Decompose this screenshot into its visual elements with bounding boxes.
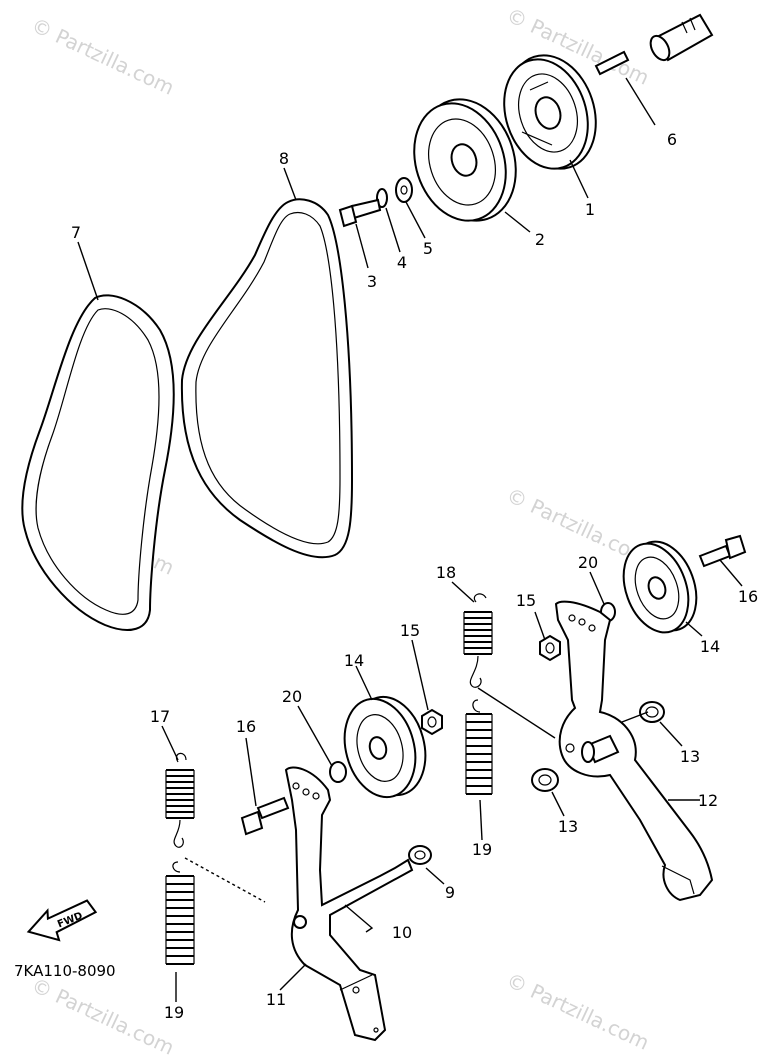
bushing-13-lower: [531, 768, 559, 792]
pulley-1: [503, 54, 597, 170]
watermark-bottom-right: © Partzilla.com: [503, 968, 653, 1055]
watermark-bottom-left: © Partzilla.com: [28, 973, 178, 1060]
bolt-3: [338, 198, 382, 228]
label-10: 10: [392, 923, 412, 942]
label-19b: 19: [472, 840, 492, 859]
belt-7: [21, 294, 175, 631]
label-15b: 15: [516, 591, 536, 610]
spacer-20-left: [329, 761, 347, 783]
label-16b: 16: [738, 587, 758, 606]
arm-12: [554, 600, 714, 902]
label-9: 9: [445, 883, 455, 902]
diagram-code: 7KA110-8090: [14, 962, 116, 980]
belt-8: [180, 198, 354, 559]
spring-17: [165, 752, 195, 848]
label-11: 11: [266, 990, 286, 1009]
label-3: 3: [367, 272, 377, 291]
label-12: 12: [698, 791, 718, 810]
bushing-13-upper: [639, 701, 665, 723]
idler-pulley-14-left: [343, 695, 427, 799]
nut-15-left: [421, 708, 443, 736]
label-13a: 13: [680, 747, 700, 766]
label-15a: 15: [400, 621, 420, 640]
spring-19-center: [465, 699, 493, 795]
label-17: 17: [150, 707, 170, 726]
guide-lines: [184, 687, 556, 933]
label-18: 18: [436, 563, 456, 582]
label-1: 1: [585, 200, 595, 219]
washer-9: [408, 845, 432, 865]
part-labels: 1 2 3 4 5 6 7 8 9 10 11 12 13 13 14 14 1…: [71, 130, 758, 1022]
label-6: 6: [667, 130, 677, 149]
label-13b: 13: [558, 817, 578, 836]
pin: [594, 50, 630, 76]
label-14a: 14: [344, 651, 364, 670]
leader-lines: [77, 77, 743, 1002]
label-20b: 20: [578, 553, 598, 572]
label-14b: 14: [700, 637, 720, 656]
washer-5: [395, 177, 413, 203]
bolt-16-right: [698, 534, 747, 568]
label-8: 8: [279, 149, 289, 168]
fwd-arrow: FWD: [26, 899, 98, 942]
label-7: 7: [71, 223, 81, 242]
label-2: 2: [535, 230, 545, 249]
spring-18: [463, 593, 493, 688]
label-5: 5: [423, 239, 433, 258]
pulley-2: [413, 98, 517, 222]
label-16a: 16: [236, 717, 256, 736]
idler-pulley-14-right: [622, 540, 698, 634]
label-20a: 20: [282, 687, 302, 706]
spring-19-left: [165, 861, 195, 965]
label-19a: 19: [164, 1003, 184, 1022]
nut-15-right: [539, 634, 561, 662]
arm-11: [284, 766, 414, 1042]
bolt-16-left: [240, 796, 290, 836]
label-4: 4: [397, 253, 407, 272]
shaft: [649, 13, 714, 62]
watermark-top-left: © Partzilla.com: [28, 13, 178, 100]
